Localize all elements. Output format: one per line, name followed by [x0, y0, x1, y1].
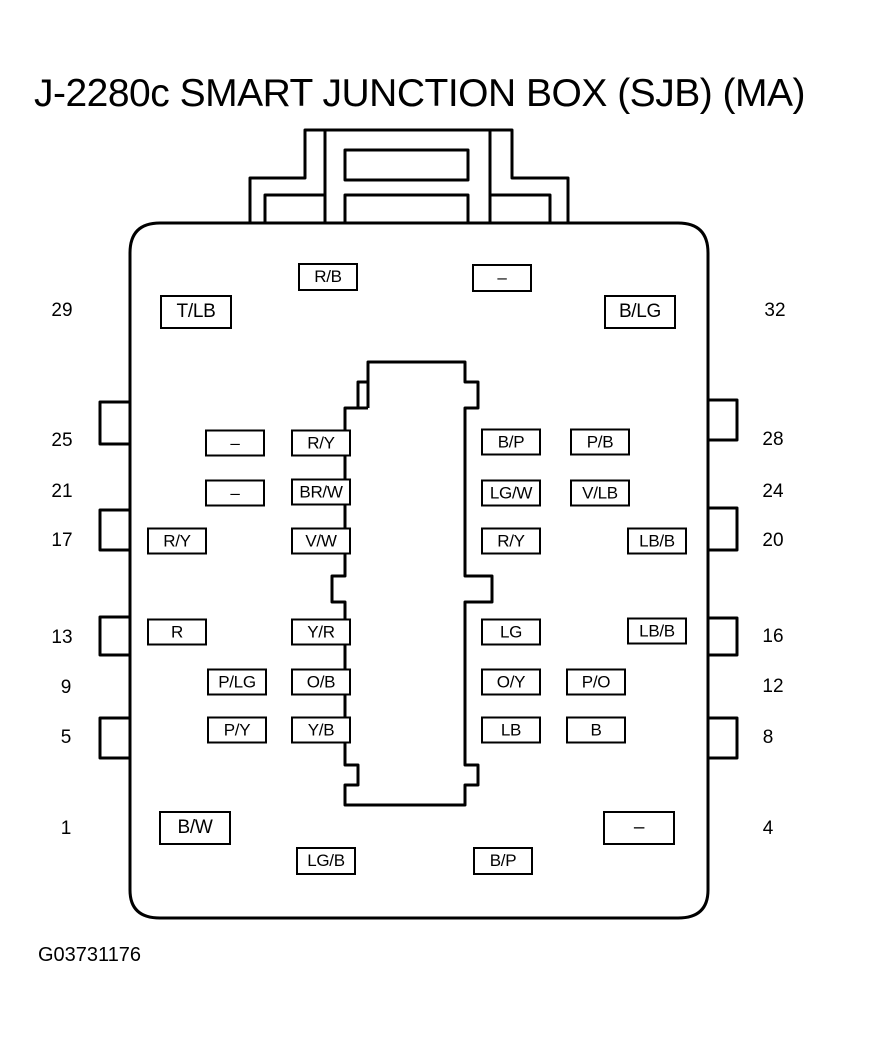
pin-number-21: 21 [51, 481, 73, 502]
wire-label-pin-28-inner: B/P [481, 428, 541, 456]
pin-number-12: 12 [762, 676, 784, 697]
pin-number-4: 4 [762, 818, 774, 839]
wire-label-pin-21-outer: – [205, 479, 265, 507]
pin-number-25: 25 [51, 430, 73, 451]
wire-label-pin-25-outer: – [205, 429, 265, 457]
wire-label-pin-12-inner: O/Y [481, 668, 541, 696]
wire-label-pin-5-inner: Y/B [291, 716, 351, 744]
pin-number-8: 8 [762, 727, 774, 748]
wire-label-pin-20-inner: R/Y [481, 527, 541, 555]
wire-label-pin-9-inner: O/B [291, 668, 351, 696]
wire-label-pin-1: B/W [159, 811, 231, 845]
wire-label-pin-5-outer: P/Y [207, 716, 267, 744]
wire-label-top-right: – [472, 264, 532, 292]
pin-number-29: 29 [51, 300, 73, 321]
pin-number-1: 1 [60, 818, 72, 839]
wire-label-bottom-left: LG/B [296, 847, 356, 875]
diagram-title: J-2280c SMART JUNCTION BOX (SJB) (MA) [34, 72, 806, 115]
wire-label-pin-4: – [603, 811, 675, 845]
wire-label-pin-24-inner: LG/W [481, 479, 541, 507]
wire-label-pin-13-inner: Y/R [291, 618, 351, 646]
wire-label-pin-13-outer: R [147, 618, 207, 646]
wire-label-pin-20-outer: LB/B [627, 527, 687, 555]
wire-label-pin-32: B/LG [604, 295, 676, 329]
wire-label-pin-16-outer: LB/B [627, 617, 687, 645]
wire-label-pin-16-inner: LG [481, 618, 541, 646]
pin-number-28: 28 [762, 429, 784, 450]
pin-number-17: 17 [51, 530, 73, 551]
wire-label-bottom-right: B/P [473, 847, 533, 875]
wire-label-pin-28-outer: P/B [570, 428, 630, 456]
wire-label-pin-17-inner: V/W [291, 527, 351, 555]
pin-number-9: 9 [60, 677, 72, 698]
wire-label-pin-24-outer: V/LB [570, 479, 630, 507]
wire-label-pin-17-outer: R/Y [147, 527, 207, 555]
pin-number-5: 5 [60, 727, 72, 748]
pin-number-16: 16 [762, 626, 784, 647]
wire-label-pin-29: T/LB [160, 295, 232, 329]
pin-number-20: 20 [762, 530, 784, 551]
figure-id: G03731176 [38, 944, 142, 966]
pin-number-13: 13 [51, 627, 73, 648]
wire-label-top-left: R/B [298, 263, 358, 291]
pin-number-24: 24 [762, 481, 784, 502]
wire-label-pin-8-inner: LB [481, 716, 541, 744]
wire-label-pin-8-outer: B [566, 716, 626, 744]
wire-label-pin-9-outer: P/LG [207, 668, 267, 696]
wire-label-pin-25-inner: R/Y [291, 429, 351, 457]
wire-label-pin-21-inner: BR/W [291, 478, 351, 506]
pin-number-32: 32 [764, 300, 786, 321]
wire-label-pin-12-outer: P/O [566, 668, 626, 696]
